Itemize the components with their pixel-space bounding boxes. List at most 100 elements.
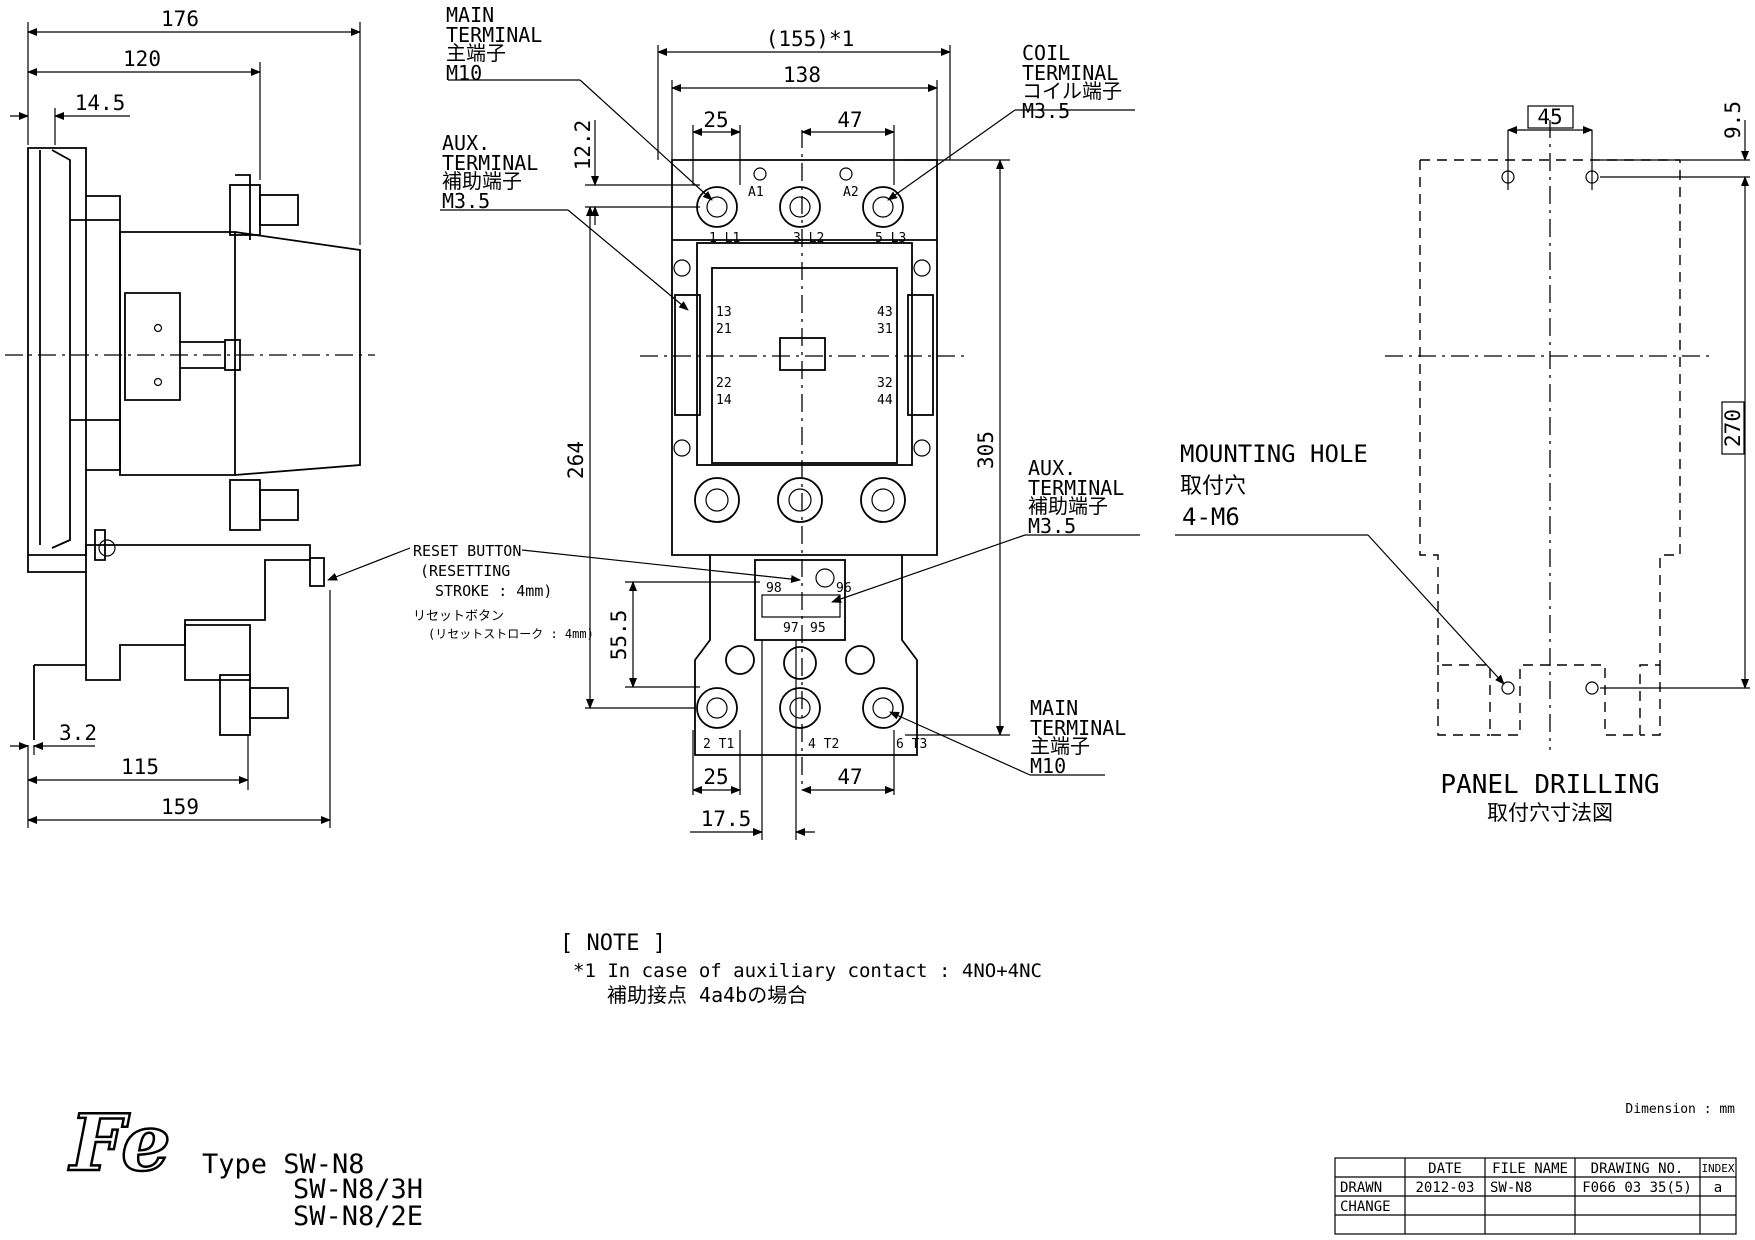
mark-96: 96 bbox=[836, 581, 852, 596]
svg-text:M10: M10 bbox=[446, 61, 482, 85]
front-dim-17-5: 17.5 bbox=[701, 807, 752, 831]
svg-text:4-M6: 4-M6 bbox=[1182, 503, 1240, 531]
tb-row1-index: a bbox=[1714, 1180, 1722, 1196]
mark-14: 14 bbox=[716, 393, 732, 408]
main-terminal-top-label: MAIN TERMINAL 主端子 M10 bbox=[446, 3, 542, 85]
mark-98: 98 bbox=[766, 581, 782, 596]
svg-text:取付穴: 取付穴 bbox=[1180, 474, 1246, 499]
svg-text:主端子: 主端子 bbox=[446, 41, 506, 65]
mark-a1: A1 bbox=[748, 185, 764, 200]
side-dim-115: 115 bbox=[121, 755, 159, 779]
front-dim-55-5: 55.5 bbox=[607, 610, 631, 661]
title-block: DATE FILE NAME DRAWING NO. INDEX DRAWN 2… bbox=[1334, 1157, 1737, 1235]
note-heading: [ NOTE ] bbox=[560, 931, 666, 956]
side-view: 176 120 14.5 3.2 115 159 bbox=[5, 7, 375, 828]
svg-text:補助端子: 補助端子 bbox=[442, 169, 522, 193]
svg-text:取付穴寸法図: 取付穴寸法図 bbox=[1487, 801, 1613, 825]
mark-32: 32 bbox=[877, 376, 893, 391]
svg-text:M3.5: M3.5 bbox=[1028, 514, 1076, 538]
mark-43: 43 bbox=[877, 305, 893, 320]
mark-4t2: 4 T2 bbox=[808, 737, 839, 752]
svg-text:AUX.: AUX. bbox=[442, 131, 490, 155]
mark-2t1: 2 T1 bbox=[703, 737, 734, 752]
svg-text:(RESETTING: (RESETTING bbox=[420, 562, 510, 580]
note-line2: 補助接点 4a4bの場合 bbox=[607, 983, 807, 1007]
side-dim-120: 120 bbox=[123, 47, 161, 71]
svg-text:M3.5: M3.5 bbox=[1022, 99, 1070, 123]
tb-row1-file: SW-N8 bbox=[1490, 1180, 1532, 1196]
svg-text:TERMINAL: TERMINAL bbox=[446, 23, 542, 47]
mark-1l1: 1 L1 bbox=[709, 231, 740, 246]
front-dim-25-bot: 25 bbox=[703, 765, 728, 789]
mounting-hole-label: MOUNTING HOLE 取付穴 4-M6 bbox=[1180, 440, 1368, 531]
svg-text:STROKE : 4mm): STROKE : 4mm) bbox=[435, 582, 552, 600]
svg-text:MAIN: MAIN bbox=[1030, 696, 1078, 720]
svg-text:補助端子: 補助端子 bbox=[1028, 494, 1108, 518]
aux-terminal-left-label: AUX. TERMINAL 補助端子 M3.5 bbox=[442, 131, 538, 213]
mark-44: 44 bbox=[877, 393, 893, 408]
note-block: [ NOTE ] *1 In case of auxiliary contact… bbox=[560, 931, 1042, 1007]
svg-text:AUX.: AUX. bbox=[1028, 456, 1076, 480]
panel-dim-270: 270 bbox=[1721, 409, 1745, 447]
front-dim-12-2: 12.2 bbox=[571, 120, 595, 171]
tb-header-file: FILE NAME bbox=[1492, 1161, 1568, 1177]
mark-97: 97 bbox=[783, 621, 799, 636]
panel-drilling-label: PANEL DRILLING 取付穴寸法図 bbox=[1440, 770, 1659, 825]
svg-text:TERMINAL: TERMINAL bbox=[1028, 476, 1124, 500]
front-view: 1 L1 3 L2 5 L3 A1 A2 13 21 22 14 43 31 3… bbox=[327, 27, 1140, 840]
svg-text:PANEL DRILLING: PANEL DRILLING bbox=[1440, 770, 1659, 800]
side-dim-14-5: 14.5 bbox=[75, 91, 126, 115]
mark-31: 31 bbox=[877, 322, 893, 337]
svg-text:MOUNTING HOLE: MOUNTING HOLE bbox=[1180, 440, 1368, 468]
tb-row1-date: 2012-03 bbox=[1415, 1180, 1474, 1196]
type-line-1: Type SW-N8 bbox=[202, 1149, 365, 1180]
svg-text:リセットボタン: リセットボタン bbox=[413, 609, 504, 624]
front-dim-305: 305 bbox=[974, 431, 998, 469]
svg-text:Fe: Fe bbox=[68, 1098, 171, 1189]
mark-21: 21 bbox=[716, 322, 732, 337]
svg-text:コイル端子: コイル端子 bbox=[1022, 79, 1122, 103]
front-dim-138: 138 bbox=[783, 63, 821, 87]
type-line-3: SW-N8/2E bbox=[293, 1201, 423, 1232]
front-dim-264: 264 bbox=[564, 441, 588, 479]
main-terminal-bottom-label: MAIN TERMINAL 主端子 M10 bbox=[1030, 696, 1126, 778]
svg-text:COIL: COIL bbox=[1022, 41, 1070, 65]
note-line1: *1 In case of auxiliary contact : 4NO+4N… bbox=[573, 960, 1042, 982]
side-dim-176: 176 bbox=[161, 7, 199, 31]
mark-3l2: 3 L2 bbox=[793, 231, 824, 246]
dimension-unit: Dimension : mm bbox=[1625, 1102, 1735, 1117]
tb-header-date: DATE bbox=[1428, 1161, 1462, 1177]
mark-5l3: 5 L3 bbox=[875, 231, 906, 246]
svg-text:M3.5: M3.5 bbox=[442, 189, 490, 213]
panel-dim-9-5: 9.5 bbox=[1721, 101, 1745, 139]
side-dim-3-2: 3.2 bbox=[59, 721, 97, 745]
mark-13: 13 bbox=[716, 305, 732, 320]
svg-text:主端子: 主端子 bbox=[1030, 734, 1090, 758]
tb-header-index: INDEX bbox=[1701, 1162, 1734, 1175]
side-dim-159: 159 bbox=[161, 795, 199, 819]
front-dim-47-bot: 47 bbox=[837, 765, 862, 789]
aux-terminal-right-label: AUX. TERMINAL 補助端子 M3.5 bbox=[1028, 456, 1124, 538]
svg-text:(リセットストローク : 4mm): (リセットストローク : 4mm) bbox=[428, 627, 594, 641]
type-line-2: SW-N8/3H bbox=[293, 1174, 423, 1205]
mark-95: 95 bbox=[810, 621, 826, 636]
front-dim-25-top: 25 bbox=[703, 108, 728, 132]
reset-button-label: RESET BUTTON (RESETTING STROKE : 4mm) リセ… bbox=[413, 542, 594, 641]
mark-a2: A2 bbox=[843, 185, 859, 200]
coil-terminal-label: COIL TERMINAL コイル端子 M3.5 bbox=[1022, 41, 1122, 123]
svg-text:M10: M10 bbox=[1030, 754, 1066, 778]
svg-text:TERMINAL: TERMINAL bbox=[442, 151, 538, 175]
tb-row1-label: DRAWN bbox=[1340, 1180, 1382, 1196]
svg-text:TERMINAL: TERMINAL bbox=[1030, 716, 1126, 740]
tb-row2-label: CHANGE bbox=[1340, 1199, 1391, 1215]
front-dim-155: (155)*1 bbox=[766, 27, 855, 51]
svg-text:MAIN: MAIN bbox=[446, 3, 494, 27]
mark-22: 22 bbox=[716, 376, 732, 391]
panel-dim-45: 45 bbox=[1537, 105, 1562, 129]
svg-text:TERMINAL: TERMINAL bbox=[1022, 61, 1118, 85]
panel-drilling-view: 45 9.5 270 bbox=[1175, 101, 1750, 750]
mark-6t3: 6 T3 bbox=[896, 737, 927, 752]
svg-text:RESET BUTTON: RESET BUTTON bbox=[413, 542, 521, 560]
fe-logo: Fe bbox=[67, 1097, 172, 1191]
